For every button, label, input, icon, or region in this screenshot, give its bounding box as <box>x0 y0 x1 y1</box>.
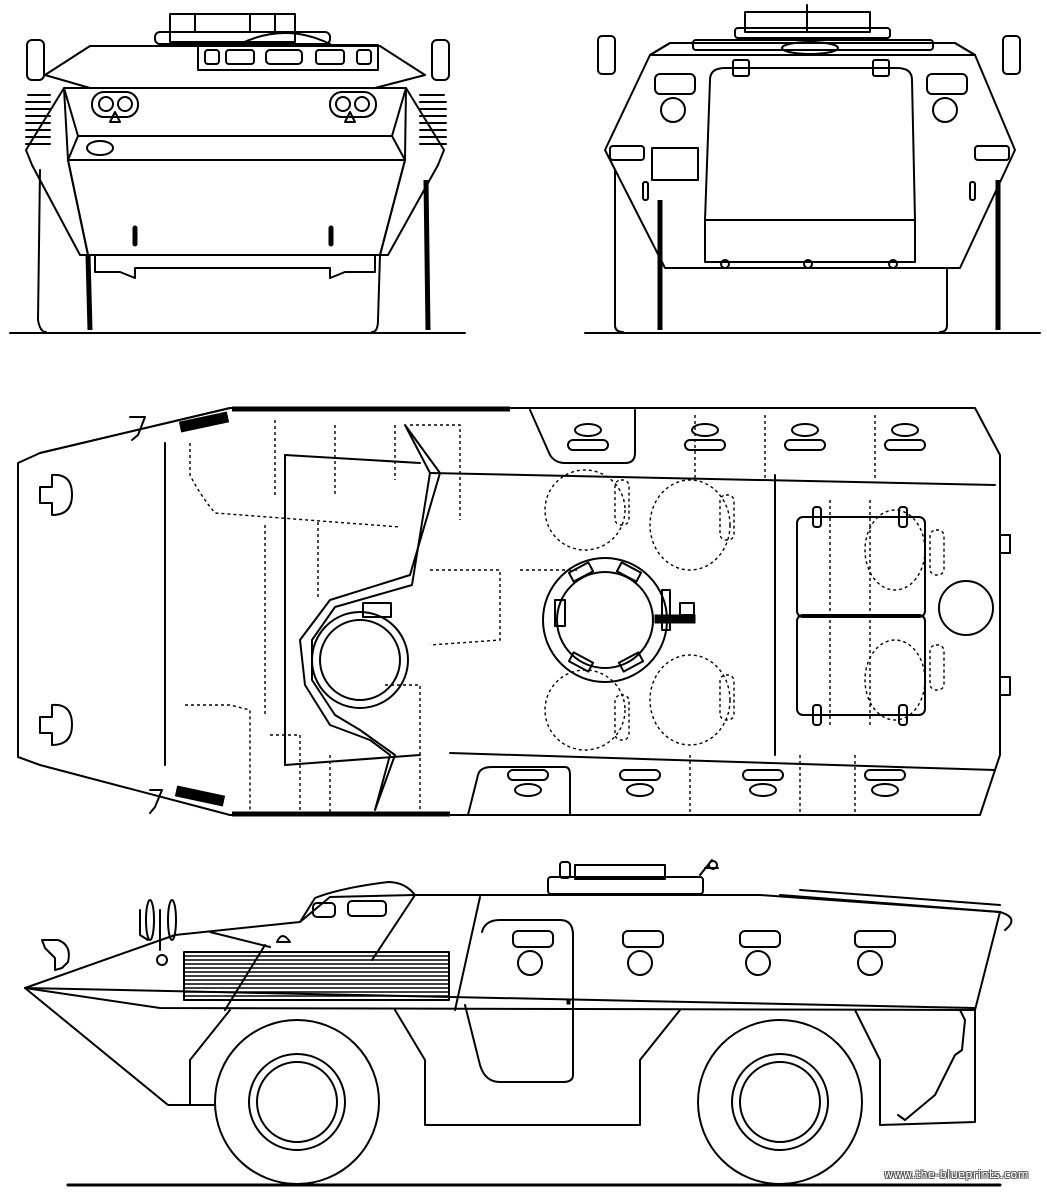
tow-hook <box>276 935 291 943</box>
machine-gun-mount <box>654 614 696 624</box>
front-wheel <box>214 1019 380 1185</box>
rear-vision-right <box>926 73 968 95</box>
wheel-right <box>423 179 431 331</box>
grille-top <box>178 411 230 433</box>
driver-vision-1 <box>312 902 336 918</box>
vision-blocks <box>197 32 379 71</box>
driver-cupola <box>299 881 416 923</box>
mirror-top <box>129 416 146 441</box>
side-door-bottom <box>467 766 571 816</box>
firing-ports <box>512 930 896 976</box>
headlight-right <box>329 91 377 123</box>
spring-left <box>25 94 51 145</box>
spring-right <box>419 94 447 145</box>
rear-roof-hatches <box>796 506 926 726</box>
headlight-top-right <box>39 703 73 746</box>
vision-blocks-bottom <box>507 769 906 797</box>
headlight-top-left <box>39 473 73 516</box>
watermark: www.the-blueprints.com <box>884 1168 1029 1181</box>
rear-vision-left <box>654 73 696 95</box>
engine-grille <box>183 951 450 1001</box>
rear-hull <box>604 42 1016 269</box>
cupola <box>734 4 891 39</box>
cupola <box>154 13 331 45</box>
rear-port <box>938 580 994 636</box>
upper-hull <box>24 894 1001 1011</box>
commander-cupola <box>542 557 696 683</box>
mirror-right <box>1002 35 1021 75</box>
vision-blocks-top <box>567 423 926 451</box>
lower-hull <box>67 135 406 256</box>
front-view <box>0 0 470 345</box>
mirror-right <box>431 39 450 81</box>
wheel-left <box>85 254 93 331</box>
headlight-left <box>91 91 139 123</box>
mirror-left <box>26 39 45 81</box>
rear-ladder <box>897 1009 966 1121</box>
mirror-bottom <box>149 789 163 814</box>
roof-deck <box>44 45 426 89</box>
front-port <box>86 140 114 156</box>
driver-hatch <box>299 424 441 811</box>
grille-bottom <box>174 785 226 807</box>
rear-wheel <box>697 1019 863 1185</box>
top-view <box>0 395 1047 830</box>
mirror-assembly <box>139 899 177 966</box>
interior-hidden-lines <box>185 415 945 815</box>
tail-light-right <box>974 145 1010 161</box>
headlight-front <box>41 939 70 971</box>
side-door-top <box>529 409 636 464</box>
commander-cupola <box>547 859 719 895</box>
hull-outline <box>17 407 1001 816</box>
driver-vision-2 <box>347 900 387 917</box>
rear-door <box>704 67 916 221</box>
side-door <box>464 919 574 1083</box>
license-plate <box>651 147 699 181</box>
side-view <box>0 850 1047 1200</box>
tail-light-left <box>609 145 645 161</box>
rear-view <box>575 0 1047 345</box>
mirror-left <box>597 35 616 75</box>
